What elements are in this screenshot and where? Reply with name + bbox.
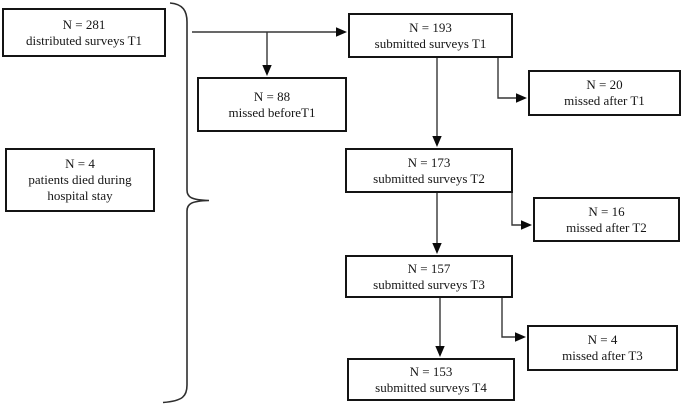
arrowhead-into-missed-after-t3 [515, 332, 526, 342]
node-label: missed after T3 [562, 348, 643, 363]
connector-t3-to-missed-after-t3 [501, 298, 517, 338]
arrowhead-into-missed-after-t1 [516, 93, 527, 103]
node-distributed-surveys-t1: N = 281 distributed surveys T1 [2, 8, 166, 57]
node-missed-after-t2: N = 16 missed after T2 [533, 197, 680, 242]
node-label: submitted surveys T3 [373, 276, 485, 292]
node-value: N = 173 [407, 154, 451, 170]
node-missed-after-t1: N = 20 missed after T1 [528, 70, 681, 116]
node-value: N = 16 [588, 203, 625, 219]
node-value: N = 281 [62, 16, 106, 32]
arrowhead-into-submitted-t4 [435, 346, 445, 357]
node-value: N = 157 [407, 260, 451, 276]
node-value: N = 4 [65, 156, 95, 171]
node-missed-after-t3: N = 4 missed after T3 [527, 325, 678, 371]
connector-t2-to-missed-after-t2 [511, 193, 523, 226]
node-value: N = 4 [587, 332, 618, 347]
node-patients-died: N = 4 patients died during hospital stay [5, 148, 155, 212]
node-label: missed after T2 [566, 219, 647, 235]
curly-brace [162, 2, 210, 404]
node-label: distributed surveys T1 [25, 32, 143, 48]
node-label: missed after T1 [564, 93, 645, 108]
node-submitted-surveys-t2: N = 173 submitted surveys T2 [345, 148, 513, 193]
node-value: N = 153 [409, 363, 453, 379]
node-submitted-surveys-t3: N = 157 submitted surveys T3 [345, 255, 513, 298]
arrowhead-into-submitted-t3 [432, 243, 442, 254]
node-label: submitted surveys T1 [374, 35, 487, 51]
node-submitted-surveys-t4: N = 153 submitted surveys T4 [347, 358, 515, 401]
node-label-line2: hospital stay [47, 188, 113, 203]
arrowhead-into-missed-after-t2 [521, 220, 532, 230]
node-label: patients died during [28, 172, 132, 187]
node-label: missed beforeT1 [228, 104, 316, 120]
node-value: N = 20 [586, 77, 623, 92]
node-value: N = 193 [409, 19, 452, 35]
arrowhead-into-submitted-t2 [432, 136, 442, 147]
arrowhead-into-missed-before-t1 [262, 65, 272, 76]
node-value: N = 88 [253, 88, 291, 104]
connector-t1-to-missed-after-t1 [497, 58, 518, 99]
arrowhead-into-submitted-t1 [336, 27, 347, 37]
node-missed-before-t1: N = 88 missed beforeT1 [197, 77, 347, 132]
node-label: submitted surveys T2 [373, 170, 485, 186]
node-label: submitted surveys T4 [375, 379, 487, 395]
node-submitted-surveys-t1: N = 193 submitted surveys T1 [348, 13, 513, 58]
